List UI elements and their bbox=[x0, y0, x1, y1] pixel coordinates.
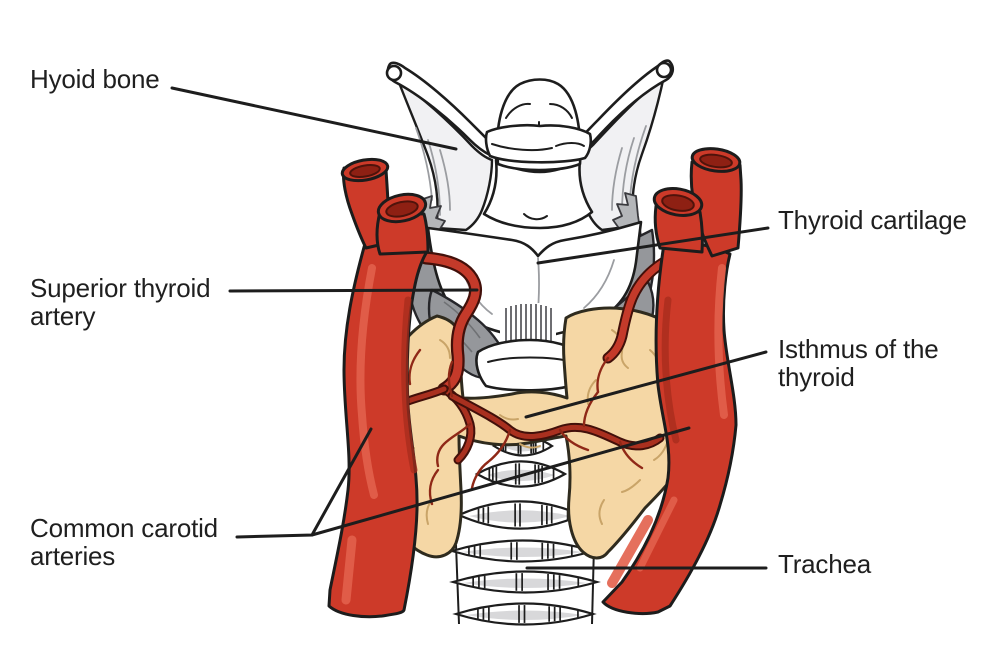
label-thyroid-cartilage: Thyroid cartilage bbox=[778, 206, 967, 234]
thyrohyoid-membrane bbox=[396, 74, 666, 232]
trachea-rings bbox=[448, 435, 601, 626]
leader-superior-thyroid-artery bbox=[228, 288, 479, 293]
common-carotid-artery-left bbox=[327, 157, 430, 619]
leader-isthmus bbox=[524, 350, 768, 419]
trachea-ring-shading bbox=[463, 578, 587, 588]
leader-lines bbox=[170, 86, 770, 570]
label-text: Isthmus of the bbox=[778, 334, 939, 364]
label-text: arteries bbox=[30, 541, 116, 571]
common-carotid-artery-right bbox=[601, 147, 743, 616]
leader-hyoid-bone bbox=[170, 86, 458, 151]
label-superior-thyroid-artery: Superior thyroid artery bbox=[30, 273, 211, 331]
label-text: Trachea bbox=[778, 549, 872, 579]
trachea bbox=[448, 432, 601, 626]
label-text: Hyoid bone bbox=[30, 64, 160, 94]
label-hyoid-bone: Hyoid bone bbox=[30, 65, 160, 93]
label-trachea: Trachea bbox=[778, 550, 871, 578]
label-common-carotid-arteries: Common carotid arteries bbox=[30, 514, 218, 570]
label-text: Thyroid cartilage bbox=[778, 205, 967, 235]
leader-thyroid-cartilage bbox=[536, 226, 770, 265]
label-isthmus-of-the-thyroid: Isthmus of the thyroid bbox=[778, 335, 939, 391]
hyoid-bone bbox=[385, 59, 675, 164]
leader-common-carotid bbox=[235, 426, 691, 539]
label-text: thyroid bbox=[778, 362, 855, 392]
label-text: Superior thyroid bbox=[30, 273, 211, 303]
label-text: artery bbox=[30, 301, 96, 331]
label-text: Common carotid bbox=[30, 513, 218, 543]
